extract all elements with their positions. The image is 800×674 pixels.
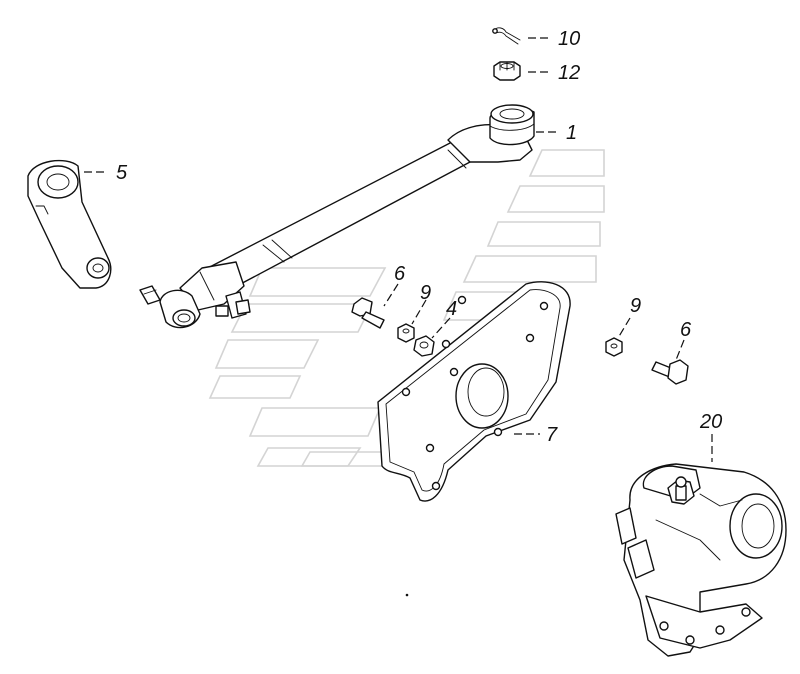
steering-gear-part	[615, 463, 787, 657]
callout-10: 10	[528, 28, 580, 50]
pitman-arm-part	[27, 159, 112, 289]
nut-part	[413, 335, 435, 357]
callout-5: 5	[84, 162, 128, 184]
callout-label-6-right: 6	[680, 319, 692, 341]
callout-label-5: 5	[116, 162, 128, 184]
callout-9-left: 9	[411, 282, 431, 325]
bolt-left-part	[351, 297, 385, 329]
callout-label-9-left: 9	[420, 282, 431, 304]
callout-9-right: 9	[617, 295, 641, 339]
callout-6-right: 6	[675, 319, 692, 361]
drag-link-part	[139, 104, 535, 329]
callout-12: 12	[528, 62, 580, 84]
callout-label-1: 1	[566, 122, 577, 144]
callout-label-12: 12	[558, 62, 580, 84]
callout-label-7: 7	[546, 424, 558, 446]
callout-1: 1	[536, 122, 577, 144]
callout-20: 20	[699, 411, 722, 462]
callout-7: 7	[514, 424, 558, 446]
callout-6-left: 6	[383, 263, 406, 307]
callout-label-4: 4	[446, 298, 457, 320]
callout-label-9-right: 9	[630, 295, 641, 317]
bolt-right-part	[651, 359, 689, 385]
castle-nut-part	[493, 61, 521, 81]
washer-right-part	[605, 337, 623, 357]
callout-label-6-left: 6	[394, 263, 406, 285]
mounting-plate-part	[377, 281, 571, 502]
callout-label-20: 20	[699, 411, 722, 433]
stray-dot	[405, 593, 409, 597]
cotter-pin-part	[492, 27, 521, 45]
washer-left-part	[397, 323, 415, 343]
callout-4: 4	[431, 298, 457, 339]
callout-label-10: 10	[558, 28, 580, 50]
